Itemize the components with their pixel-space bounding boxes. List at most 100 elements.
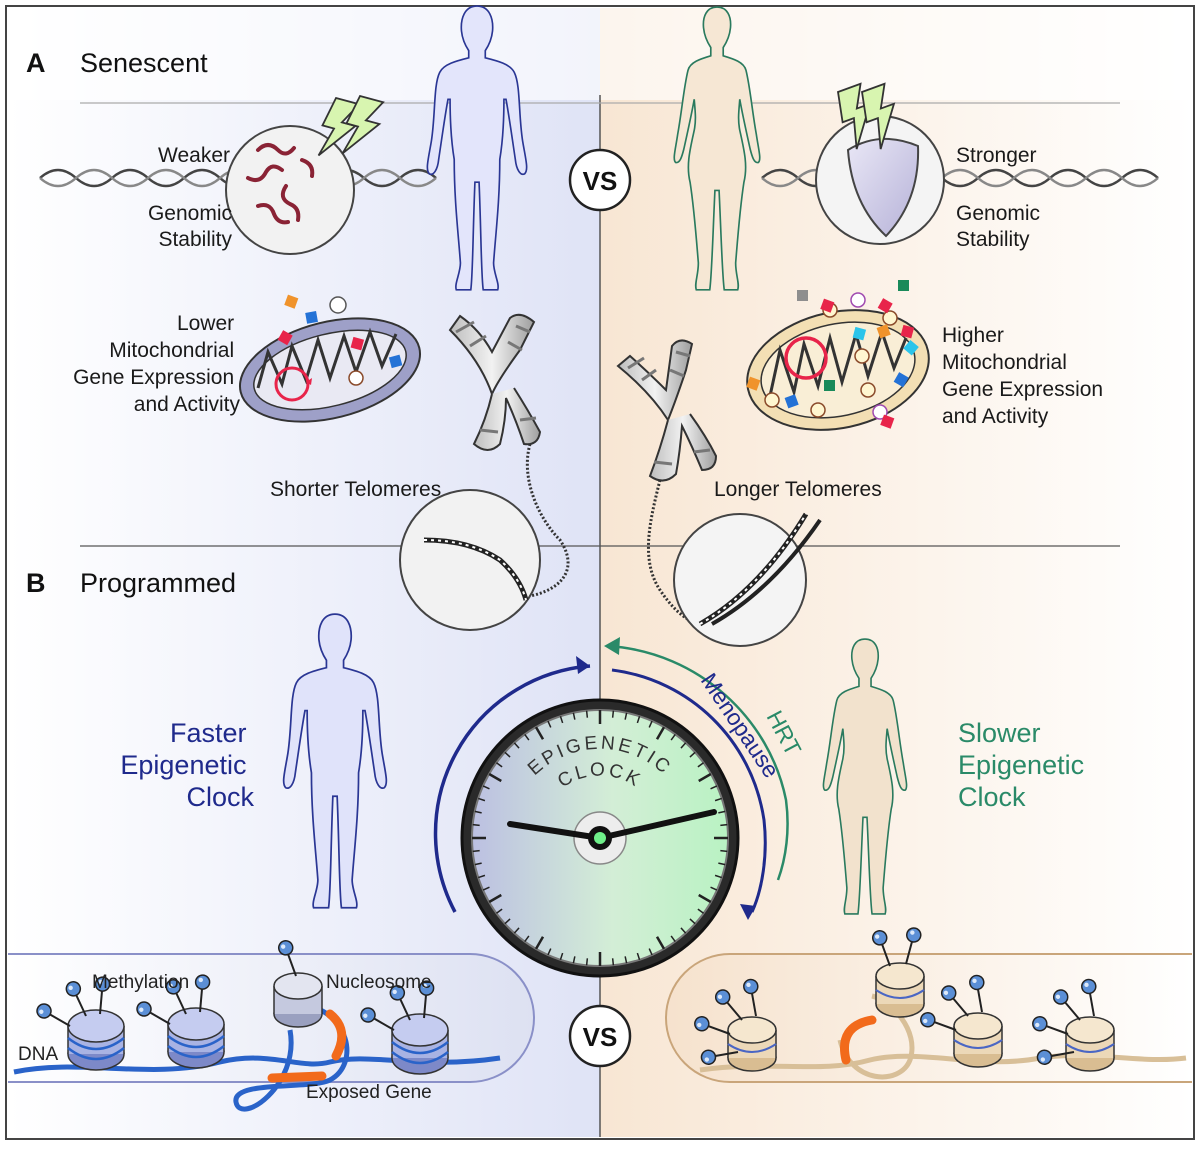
hrt-arrowhead-icon [604, 637, 620, 655]
panel-a-letter: A [26, 48, 46, 78]
clock-tick [714, 797, 722, 802]
clock-tick [572, 956, 576, 964]
clock-tick [718, 862, 726, 866]
methylation-label: Methylation [92, 972, 189, 993]
svg-text:VS: VS [583, 1022, 618, 1052]
clock-tick [534, 936, 545, 950]
chromatin-panel-left [8, 937, 535, 1112]
exposed-gene-mark-top [325, 1009, 347, 1061]
epigenetic-clock: EPIGENETIC CLOCK [460, 698, 740, 978]
chromatin-panel-right [665, 925, 1192, 1083]
clock-tick [720, 849, 728, 853]
clock-tick [524, 935, 530, 942]
figure-frame [5, 5, 1195, 1140]
clock-tick [697, 908, 704, 914]
clock-tick [474, 810, 482, 814]
dna-label: DNA [18, 1044, 58, 1065]
clock-tick [482, 785, 490, 790]
clock-tick [670, 734, 676, 741]
clock-tick [689, 918, 696, 925]
clock-tick [624, 956, 628, 964]
clock-tick [547, 720, 552, 728]
header-band [8, 8, 1192, 100]
clock-tick [488, 772, 502, 783]
clock-tick [524, 734, 530, 741]
exposed-gene-mark [267, 1071, 327, 1083]
exposed-gene-label: Exposed Gene [306, 1082, 432, 1103]
clock-tick [572, 712, 576, 720]
chromosome-long-telomere-icon [616, 339, 721, 628]
clock-tick [611, 958, 615, 966]
clock-tick [585, 958, 589, 966]
clock-tick [636, 952, 641, 960]
clock-tick [513, 927, 520, 934]
clock-tick [697, 762, 704, 768]
clock-tick [478, 874, 486, 879]
panel-a-title: Senescent [80, 48, 208, 78]
higher-mito-label: Higher Mitochondrial Gene Expression and… [942, 324, 1109, 428]
clock-tick [718, 810, 726, 814]
clock-tick [496, 762, 503, 768]
clock-tick [534, 726, 545, 740]
clock-tick [611, 710, 615, 718]
faster-clock-label: Faster Epigenetic Clock [120, 718, 254, 812]
chromosome-short-telomere-icon [439, 313, 570, 600]
menopause-arrowhead-icon [740, 904, 756, 920]
shield-icon [846, 137, 920, 238]
panel-b-title: Programmed [80, 568, 236, 598]
hidden-gene-mark [840, 1015, 877, 1065]
clock-tick [474, 862, 482, 866]
clock-tick [670, 935, 676, 942]
faster-arrow [433, 664, 591, 913]
clock-tick [648, 948, 653, 956]
clock-tick [714, 874, 722, 879]
vs-badge-top: VS [568, 148, 632, 212]
clock-tick [585, 710, 589, 718]
clock-hour-hand [507, 821, 603, 841]
clock-tick [636, 716, 641, 724]
faster-arrowhead-icon [576, 656, 590, 674]
clock-tick [559, 716, 564, 724]
panel-b-letter: B [26, 568, 46, 598]
clock-tick [680, 927, 687, 934]
clock-tick [680, 742, 687, 749]
clock-tick [710, 785, 718, 790]
clock-tick [478, 797, 486, 802]
clock-tick [504, 918, 511, 925]
mitochondrion-high-icon [746, 280, 930, 431]
weaker-genomic-label-2: Genomic [148, 202, 232, 225]
clock-tick [547, 948, 552, 956]
slower-clock-label: Slower Epigenetic Clock [958, 718, 1092, 812]
vs-badge-bottom: VS [568, 1004, 632, 1068]
clock-tick [472, 823, 480, 827]
clock-tick [689, 751, 696, 758]
nucleosome-label: Nucleosome [326, 972, 432, 993]
clock-tick [504, 751, 511, 758]
lower-mito-label: Lower Mitochondrial Gene Expression and … [73, 312, 240, 416]
menopause-arrow [611, 668, 767, 913]
clock-tick [648, 720, 653, 728]
clock-tick [488, 893, 502, 904]
clock-tick [698, 893, 712, 904]
clock-minute-hand [597, 809, 717, 841]
clock-tick [720, 823, 728, 827]
clock-tick [496, 908, 503, 914]
stronger-genomic-label-2: Genomic [956, 202, 1040, 225]
clock-tick [655, 936, 666, 950]
clock-tick [513, 742, 520, 749]
stronger-genomic-label-3: Stability [956, 228, 1030, 251]
clock-tick [472, 849, 480, 853]
weaker-genomic-label: Weaker [158, 144, 230, 167]
clock-tick [655, 726, 666, 740]
clock-tick [559, 952, 564, 960]
clock-tick [710, 886, 718, 891]
mitochondrion-low-icon [238, 294, 422, 423]
clock-tick [624, 712, 628, 720]
hrt-arrow [607, 644, 789, 881]
clock-tick [698, 772, 712, 783]
weaker-genomic-label-3: Stability [158, 228, 232, 251]
short-telomere-zoom-circle [399, 489, 541, 631]
svg-text:VS: VS [583, 166, 618, 196]
longer-telomeres-label: Longer Telomeres [714, 478, 882, 501]
